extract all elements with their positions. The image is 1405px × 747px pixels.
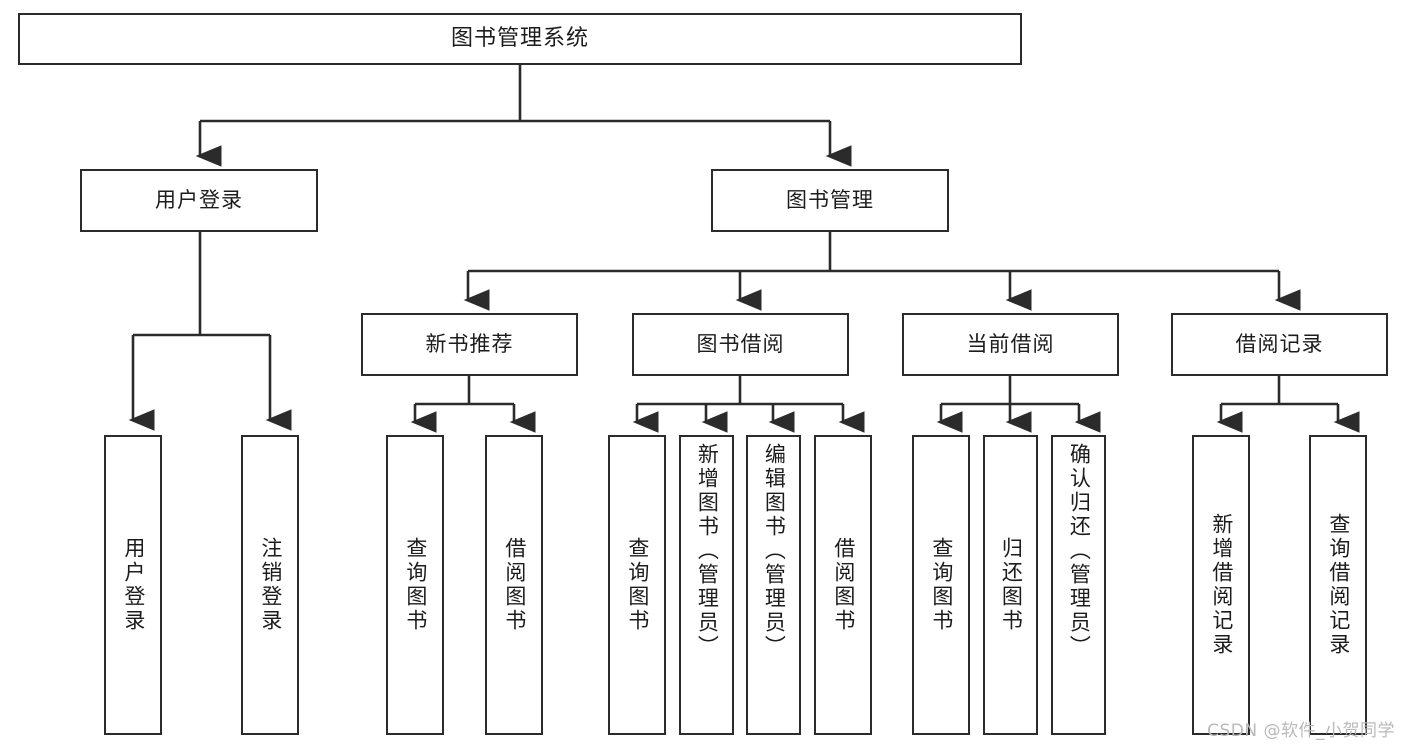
leaf-logout-label: 注销登录 bbox=[258, 537, 283, 633]
leaf-borrow-query-book-label: 查询图书 bbox=[625, 537, 650, 633]
leaf-return-book[interactable]: 归还图书 bbox=[983, 435, 1038, 735]
node-user-login-label: 用户登录 bbox=[155, 187, 243, 212]
leaf-borrow-borrow-book[interactable]: 借阅图书 bbox=[814, 435, 872, 735]
leaf-edit-book-admin[interactable]: 编辑图书（管理员） bbox=[746, 435, 801, 735]
leaf-query-borrow-record[interactable]: 查询借阅记录 bbox=[1309, 435, 1367, 735]
node-current-borrow[interactable]: 当前借阅 bbox=[902, 313, 1119, 376]
node-new-book-recommend[interactable]: 新书推荐 bbox=[361, 313, 578, 376]
leaf-confirm-return-admin-label: 确认归还（管理员） bbox=[1067, 443, 1092, 659]
leaf-borrow-borrow-book-label: 借阅图书 bbox=[831, 537, 856, 633]
leaf-current-query-book-label: 查询图书 bbox=[929, 537, 954, 633]
leaf-add-book-admin-label: 新增图书（管理员） bbox=[695, 443, 720, 659]
leaf-recommend-query-book[interactable]: 查询图书 bbox=[386, 435, 444, 735]
node-new-book-recommend-label: 新书推荐 bbox=[425, 331, 514, 356]
node-borrow-record[interactable]: 借阅记录 bbox=[1171, 313, 1388, 376]
node-root-label: 图书管理系统 bbox=[450, 25, 589, 51]
node-user-login[interactable]: 用户登录 bbox=[80, 169, 318, 232]
leaf-query-borrow-record-label: 查询借阅记录 bbox=[1326, 513, 1351, 657]
node-book-borrow[interactable]: 图书借阅 bbox=[632, 313, 849, 376]
leaf-user-login[interactable]: 用户登录 bbox=[104, 435, 162, 735]
leaf-add-borrow-record-label: 新增借阅记录 bbox=[1209, 513, 1234, 657]
node-book-borrow-label: 图书借阅 bbox=[696, 331, 785, 356]
leaf-user-login-label: 用户登录 bbox=[121, 537, 146, 633]
leaf-add-book-admin[interactable]: 新增图书（管理员） bbox=[679, 435, 734, 735]
leaf-confirm-return-admin[interactable]: 确认归还（管理员） bbox=[1051, 435, 1106, 735]
leaf-recommend-borrow-book[interactable]: 借阅图书 bbox=[485, 435, 543, 735]
node-book-management[interactable]: 图书管理 bbox=[711, 169, 949, 232]
node-current-borrow-label: 当前借阅 bbox=[966, 331, 1055, 356]
node-root[interactable]: 图书管理系统 bbox=[18, 13, 1022, 65]
node-borrow-record-label: 借阅记录 bbox=[1235, 331, 1324, 356]
leaf-add-borrow-record[interactable]: 新增借阅记录 bbox=[1192, 435, 1250, 735]
leaf-edit-book-admin-label: 编辑图书（管理员） bbox=[762, 443, 787, 659]
leaf-logout[interactable]: 注销登录 bbox=[241, 435, 299, 735]
leaf-current-query-book[interactable]: 查询图书 bbox=[912, 435, 970, 735]
leaf-borrow-query-book[interactable]: 查询图书 bbox=[608, 435, 666, 735]
node-book-management-label: 图书管理 bbox=[786, 187, 874, 212]
leaf-return-book-label: 归还图书 bbox=[999, 537, 1024, 633]
leaf-recommend-borrow-book-label: 借阅图书 bbox=[502, 537, 527, 633]
leaf-recommend-query-book-label: 查询图书 bbox=[403, 537, 428, 633]
